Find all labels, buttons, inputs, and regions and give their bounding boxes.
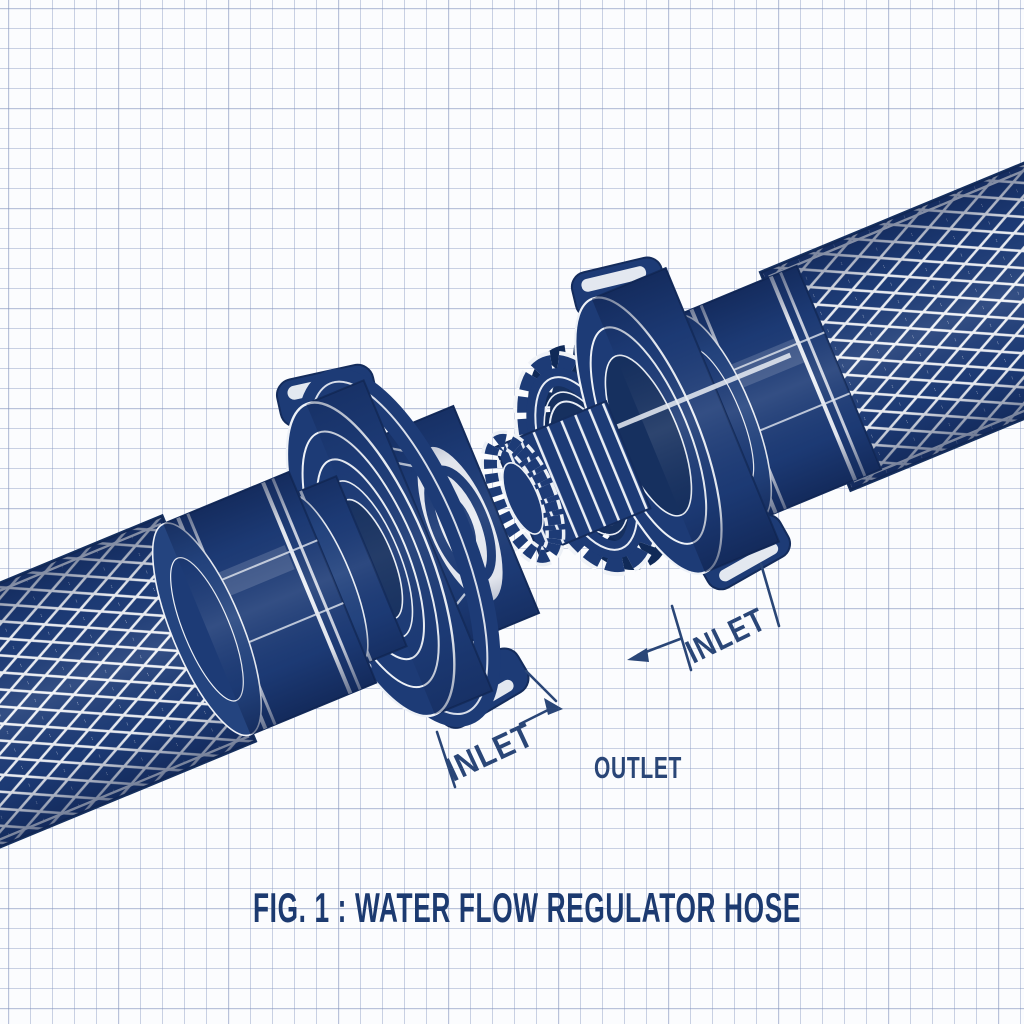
inlet-label-right: INLET [680, 600, 772, 670]
inlet-arrow-right [627, 637, 682, 662]
regulator-shaft [480, 399, 652, 567]
outlet-label: OUTLET [594, 750, 682, 785]
inlet-center-tick [435, 730, 457, 789]
hose-assembly [0, 101, 1024, 914]
inlet-right-tick-right [759, 562, 781, 628]
ferrule-left [151, 470, 378, 737]
figure-caption: FIG. 1 : WATER FLOW REGULATOR HOSE [253, 884, 801, 931]
coupling-right [570, 256, 792, 591]
inlet-arrow-center [518, 669, 563, 726]
inlet-right-tick-left [670, 604, 693, 672]
